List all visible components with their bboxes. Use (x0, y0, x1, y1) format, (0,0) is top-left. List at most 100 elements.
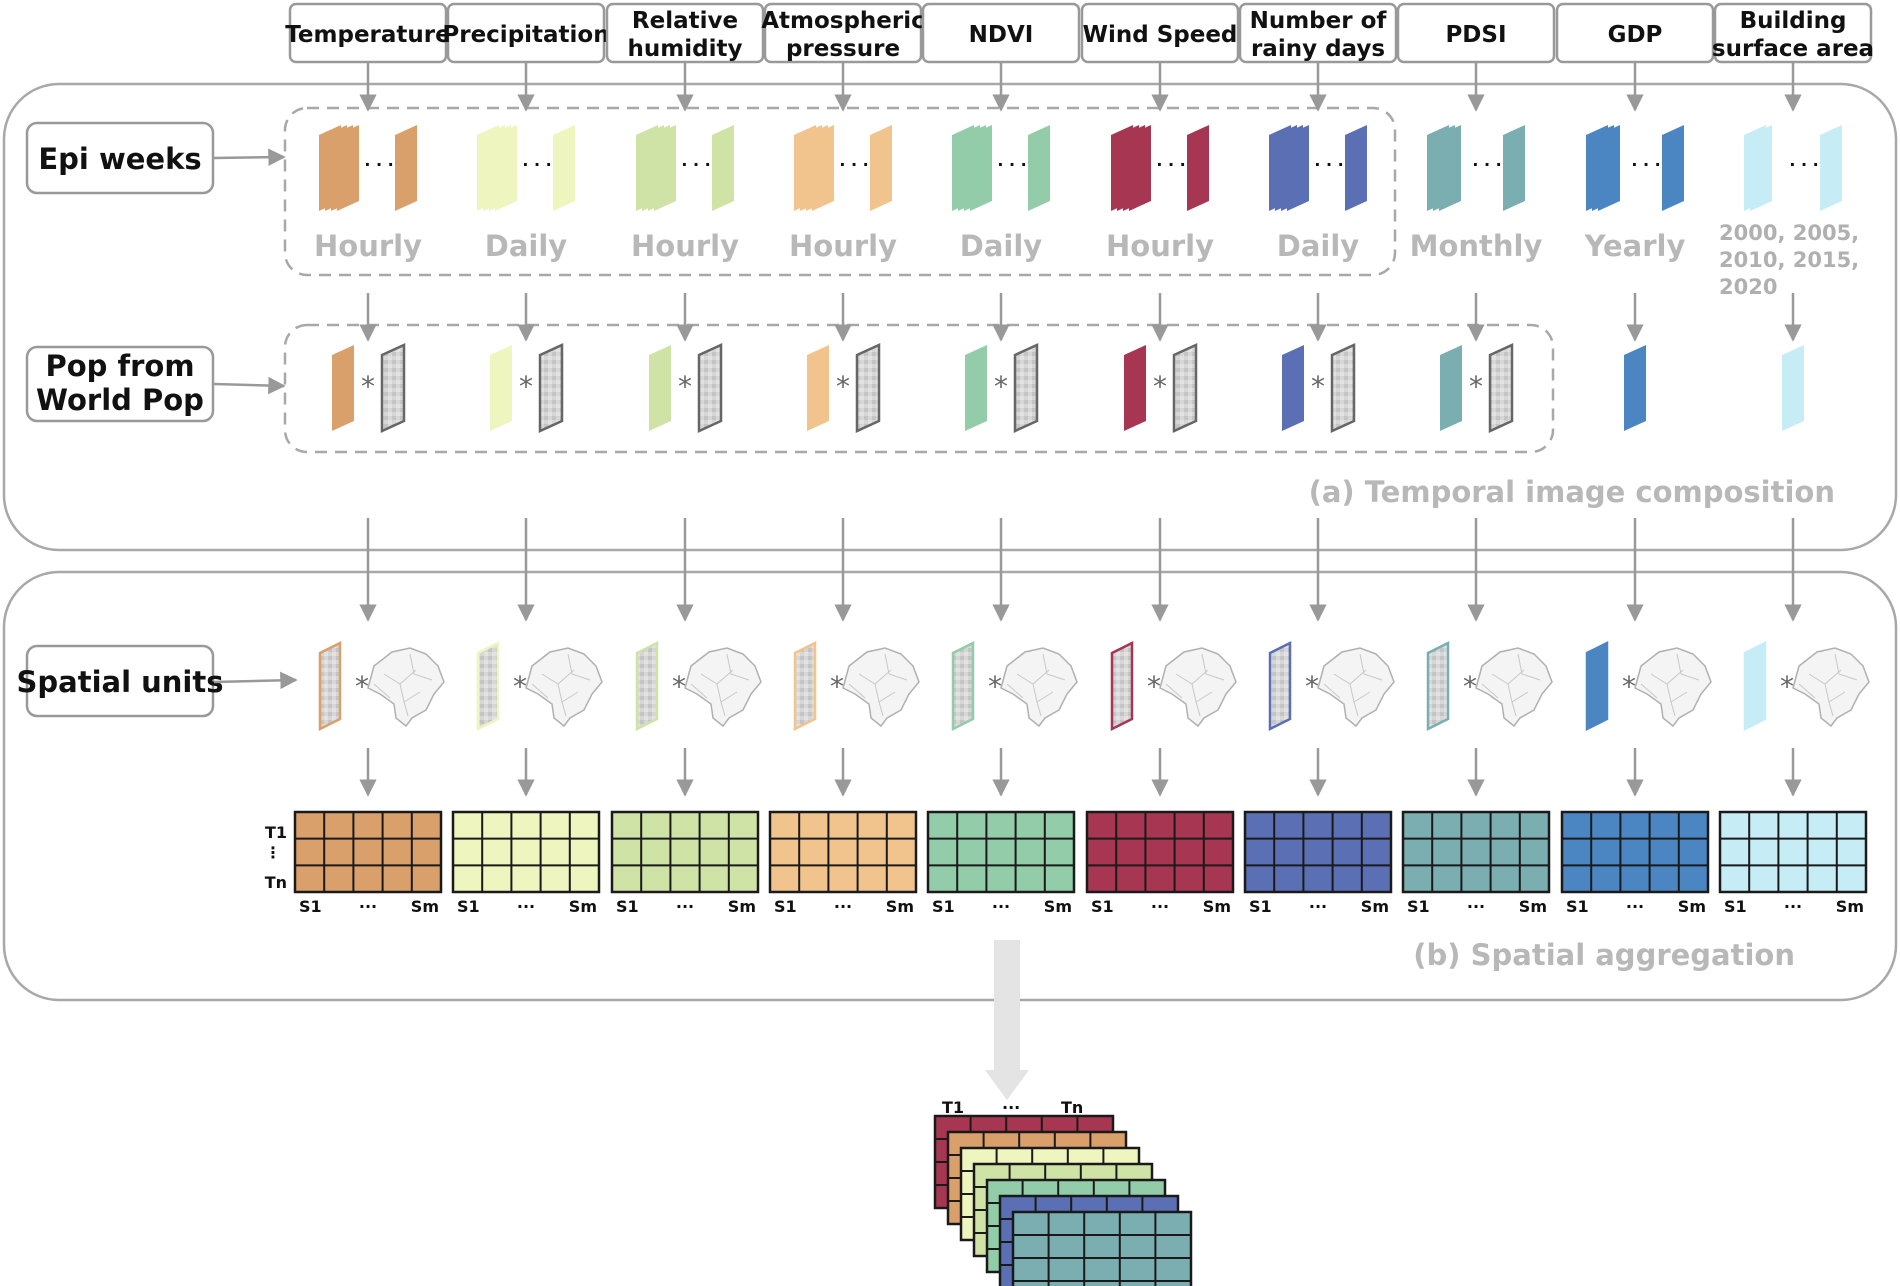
pop-weighted-layer-temperature (318, 640, 342, 732)
weekly-layer-ndvi (965, 345, 987, 431)
aggregated-matrix-relative-humidity (610, 810, 760, 894)
axis-sm-atmospheric-pressure: Sm (886, 897, 914, 916)
axis-ellipsis-rainy-days: ··· (1309, 897, 1327, 916)
pop-weighted-layer-precipitation (476, 640, 500, 732)
variable-name-precipitation: Precipitation (442, 22, 609, 48)
axis-s1-relative-humidity: S1 (616, 897, 639, 916)
axis-ellipsis-precipitation: ··· (517, 897, 535, 916)
multiply-operator-ndvi: * (994, 370, 1008, 403)
weekly-layer-temperature (332, 345, 354, 431)
label-world-pop-line2: World Pop (36, 383, 204, 417)
variable-box-rainy-days (1238, 2, 1398, 64)
column-wind-speed: Wind Speed· · ·Hourly**S1···Sm (1080, 2, 1240, 916)
layer-ndvi-3 (970, 125, 992, 211)
aggregated-matrix-building-surface-area (1718, 810, 1868, 894)
axis-t1: T1 (265, 823, 287, 842)
axis-s1-temperature: S1 (299, 897, 322, 916)
spatial-join-relative-humidity: * (635, 640, 762, 732)
variable-name-atmospheric-pressure-line1: Atmospheric (761, 8, 925, 34)
frequency-temperature: Hourly (314, 229, 422, 263)
multiply-operator-relative-humidity: * (678, 370, 692, 403)
spatial-operator-temperature: * (355, 670, 369, 703)
frequency-building-surface-area-line1: 2000, 2005, (1719, 221, 1859, 245)
pop-weighted-layer-ndvi (951, 640, 975, 732)
pop-weighting-rainy-days: * (1282, 343, 1356, 433)
aggregated-matrix-temperature (293, 810, 443, 894)
multiply-operator-atmospheric-pressure: * (836, 370, 850, 403)
layer-last-atmospheric-pressure (870, 125, 892, 211)
variable-box-precipitation (446, 2, 606, 64)
temporal-stack-rainy-days: · · · (1269, 125, 1367, 211)
pop-weighted-layer-rainy-days (1268, 640, 1292, 732)
frequency-atmospheric-pressure: Hourly (789, 229, 897, 263)
section-a-title: (a) Temporal image composition (1309, 475, 1835, 509)
axis-sm-rainy-days: Sm (1361, 897, 1389, 916)
axis-ellipsis-wind-speed: ··· (1151, 897, 1169, 916)
axis-s1-wind-speed: S1 (1091, 897, 1114, 916)
stack-label-tn: Tn (1061, 1098, 1083, 1117)
frequency-rainy-days: Daily (1277, 229, 1360, 263)
axis-s1-rainy-days: S1 (1249, 897, 1272, 916)
spatial-join-pdsi: * (1426, 640, 1553, 732)
spatial-operator-atmospheric-pressure: * (830, 670, 844, 703)
spatial-map-gdp (1634, 647, 1712, 728)
axis-ellipsis-pdsi: ··· (1467, 897, 1485, 916)
axis-sm-pdsi: Sm (1519, 897, 1547, 916)
axis-sm-relative-humidity: Sm (728, 897, 756, 916)
spatial-map-wind-speed (1159, 647, 1237, 728)
column-temperature: Temperature· · ·Hourly**S1···Sm (285, 2, 451, 916)
weekly-layer-wind-speed (1124, 345, 1146, 431)
stack-label-t1: T1 (942, 1098, 964, 1117)
axis-ellipsis-gdp: ··· (1626, 897, 1644, 916)
layer-last-wind-speed (1187, 125, 1209, 211)
label-world-pop: Pop from World Pop (25, 345, 286, 423)
pop-weighting-atmospheric-pressure: * (807, 343, 881, 433)
aggregated-matrix-pdsi (1401, 810, 1551, 894)
aggregated-matrix-atmospheric-pressure (768, 810, 918, 894)
layer-last-pdsi (1503, 125, 1525, 211)
axis-ellipsis-temperature: ··· (359, 897, 377, 916)
variable-box-relative-humidity (605, 2, 765, 64)
weekly-layer-rainy-days (1282, 345, 1304, 431)
spatial-join-atmospheric-pressure: * (793, 640, 920, 732)
panel-spatial-aggregation: (b) Spatial aggregation (2, 570, 1898, 1002)
layer-ellipsis-ndvi: · · · (997, 155, 1026, 174)
pop-weighted-layer-pdsi (1426, 640, 1450, 732)
axis-s1-precipitation: S1 (457, 897, 480, 916)
variable-box-wind-speed (1080, 2, 1240, 64)
weekly-layer-atmospheric-pressure (807, 345, 829, 431)
aggregated-matrix-wind-speed (1085, 810, 1235, 894)
axis-sm-ndvi: Sm (1044, 897, 1072, 916)
pop-weighted-layer-atmospheric-pressure (793, 640, 817, 732)
population-layer-atmospheric-pressure (855, 343, 881, 433)
pop-weighting-building-surface-area (1782, 345, 1804, 431)
variable-name-building-surface-area-line2: surface area (1712, 36, 1874, 62)
spatial-map-precipitation (525, 647, 603, 728)
stack-layer-pdsi (1011, 1210, 1193, 1286)
column-ndvi: NDVI· · ·Daily**S1···Sm (921, 2, 1081, 916)
multiply-operator-rainy-days: * (1311, 370, 1325, 403)
variable-name-wind-speed: Wind Speed (1083, 22, 1238, 48)
spatial-operator-rainy-days: * (1305, 670, 1319, 703)
axis-sm-temperature: Sm (411, 897, 439, 916)
spatial-map-atmospheric-pressure (842, 647, 920, 728)
variable-name-ndvi: NDVI (969, 22, 1034, 48)
pop-weighting-wind-speed: * (1124, 343, 1198, 433)
layer-ellipsis-precipitation: · · · (522, 155, 551, 174)
variable-box-pdsi (1396, 2, 1556, 64)
variable-name-rainy-days-line1: Number of (1250, 8, 1388, 34)
layer-building-surface-area-1 (1750, 125, 1772, 211)
layer-last-rainy-days (1345, 125, 1367, 211)
variable-columns: Temperature · · · Hourly * * S1 ··· Sm Precipita… (265, 2, 1874, 916)
variable-name-temperature: Temperature (285, 22, 450, 48)
spatial-join-wind-speed: * (1110, 640, 1237, 732)
layer-gdp-2 (1598, 125, 1620, 211)
aggregated-matrix-ndvi (926, 810, 1076, 894)
layer-ellipsis-rainy-days: · · · (1314, 155, 1343, 174)
axis-ellipsis-building-surface-area: ··· (1784, 897, 1802, 916)
frequency-building-surface-area-line3: 2020 (1719, 275, 1777, 299)
